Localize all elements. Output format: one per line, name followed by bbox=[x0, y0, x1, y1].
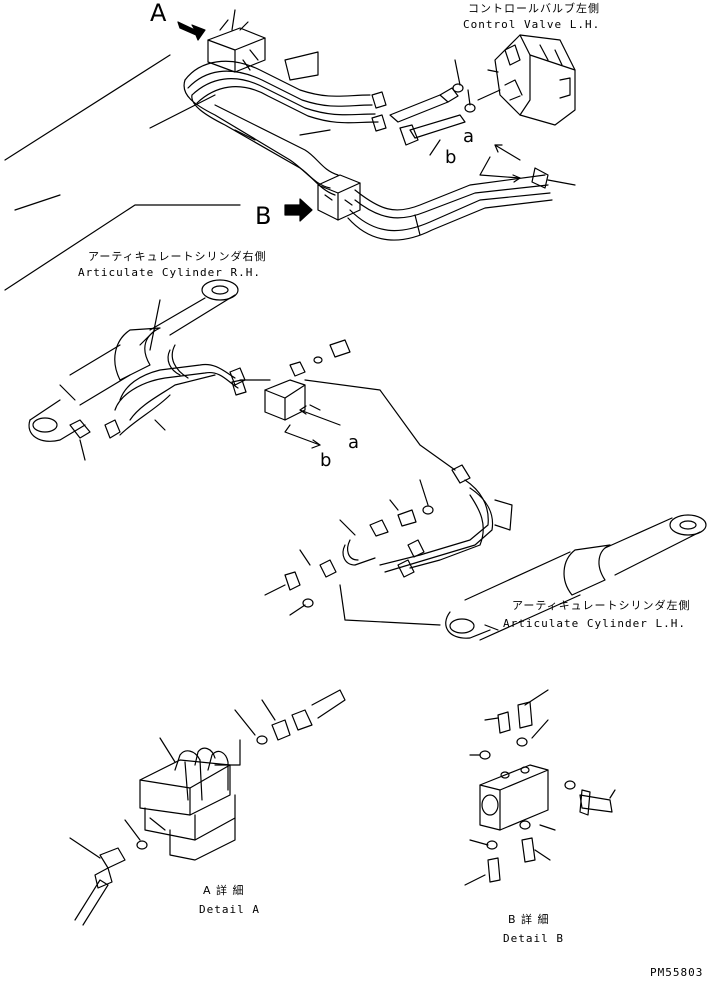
detail-a-assembly bbox=[69, 689, 346, 926]
upper-fittings bbox=[371, 83, 476, 146]
ab-arrows-mid bbox=[284, 404, 341, 449]
hose-bundle-upper bbox=[183, 60, 553, 241]
manifold-block-b bbox=[317, 174, 361, 221]
manifold-block-a bbox=[207, 19, 266, 73]
detail-b-title-en: Detail B bbox=[503, 932, 564, 945]
callout-b-mid: b bbox=[320, 450, 332, 471]
leader-lines-right bbox=[264, 479, 429, 616]
cylinder-lh-label-en: Articulate Cylinder L.H. bbox=[503, 617, 686, 630]
cylinder-lh bbox=[445, 514, 707, 641]
drawing-number: PM55803 bbox=[650, 966, 704, 979]
leader-lines-mid bbox=[59, 299, 456, 626]
manifold-block-mid bbox=[264, 339, 351, 421]
ab-arrows-top bbox=[479, 144, 576, 189]
frame-outline bbox=[4, 54, 241, 291]
callout-a-mid: a bbox=[348, 432, 360, 453]
control-valve-label-jp: コントロールバルブ左側 bbox=[468, 2, 600, 15]
cylinder-rh-label-jp: アーティキュレートシリンダ右側 bbox=[88, 250, 267, 263]
callout-a-top: a bbox=[463, 126, 475, 147]
detail-b-title-jp: B 詳 細 bbox=[508, 913, 550, 926]
arrow-b-icon bbox=[284, 198, 313, 222]
control-valve-lh bbox=[477, 34, 576, 126]
cylinder-rh-label-en: Articulate Cylinder R.H. bbox=[78, 266, 261, 279]
hoses-rh-cylinder bbox=[69, 344, 247, 439]
cylinder-rh bbox=[28, 279, 239, 442]
hoses-lh-cylinder bbox=[284, 464, 513, 608]
leader-lines-top bbox=[231, 9, 471, 236]
control-valve-label-en: Control Valve L.H. bbox=[463, 18, 601, 31]
detail-b-assembly bbox=[464, 689, 616, 886]
callout-a: A bbox=[150, 0, 167, 27]
callout-b-top: b bbox=[445, 147, 457, 168]
cylinder-lh-label-jp: アーティキュレートシリンダ左側 bbox=[512, 599, 691, 612]
detail-a-title-jp: A 詳 細 bbox=[203, 884, 245, 897]
arrow-a-icon bbox=[177, 21, 206, 41]
detail-a-title-en: Detail A bbox=[199, 903, 260, 916]
callout-b: B bbox=[255, 202, 272, 230]
